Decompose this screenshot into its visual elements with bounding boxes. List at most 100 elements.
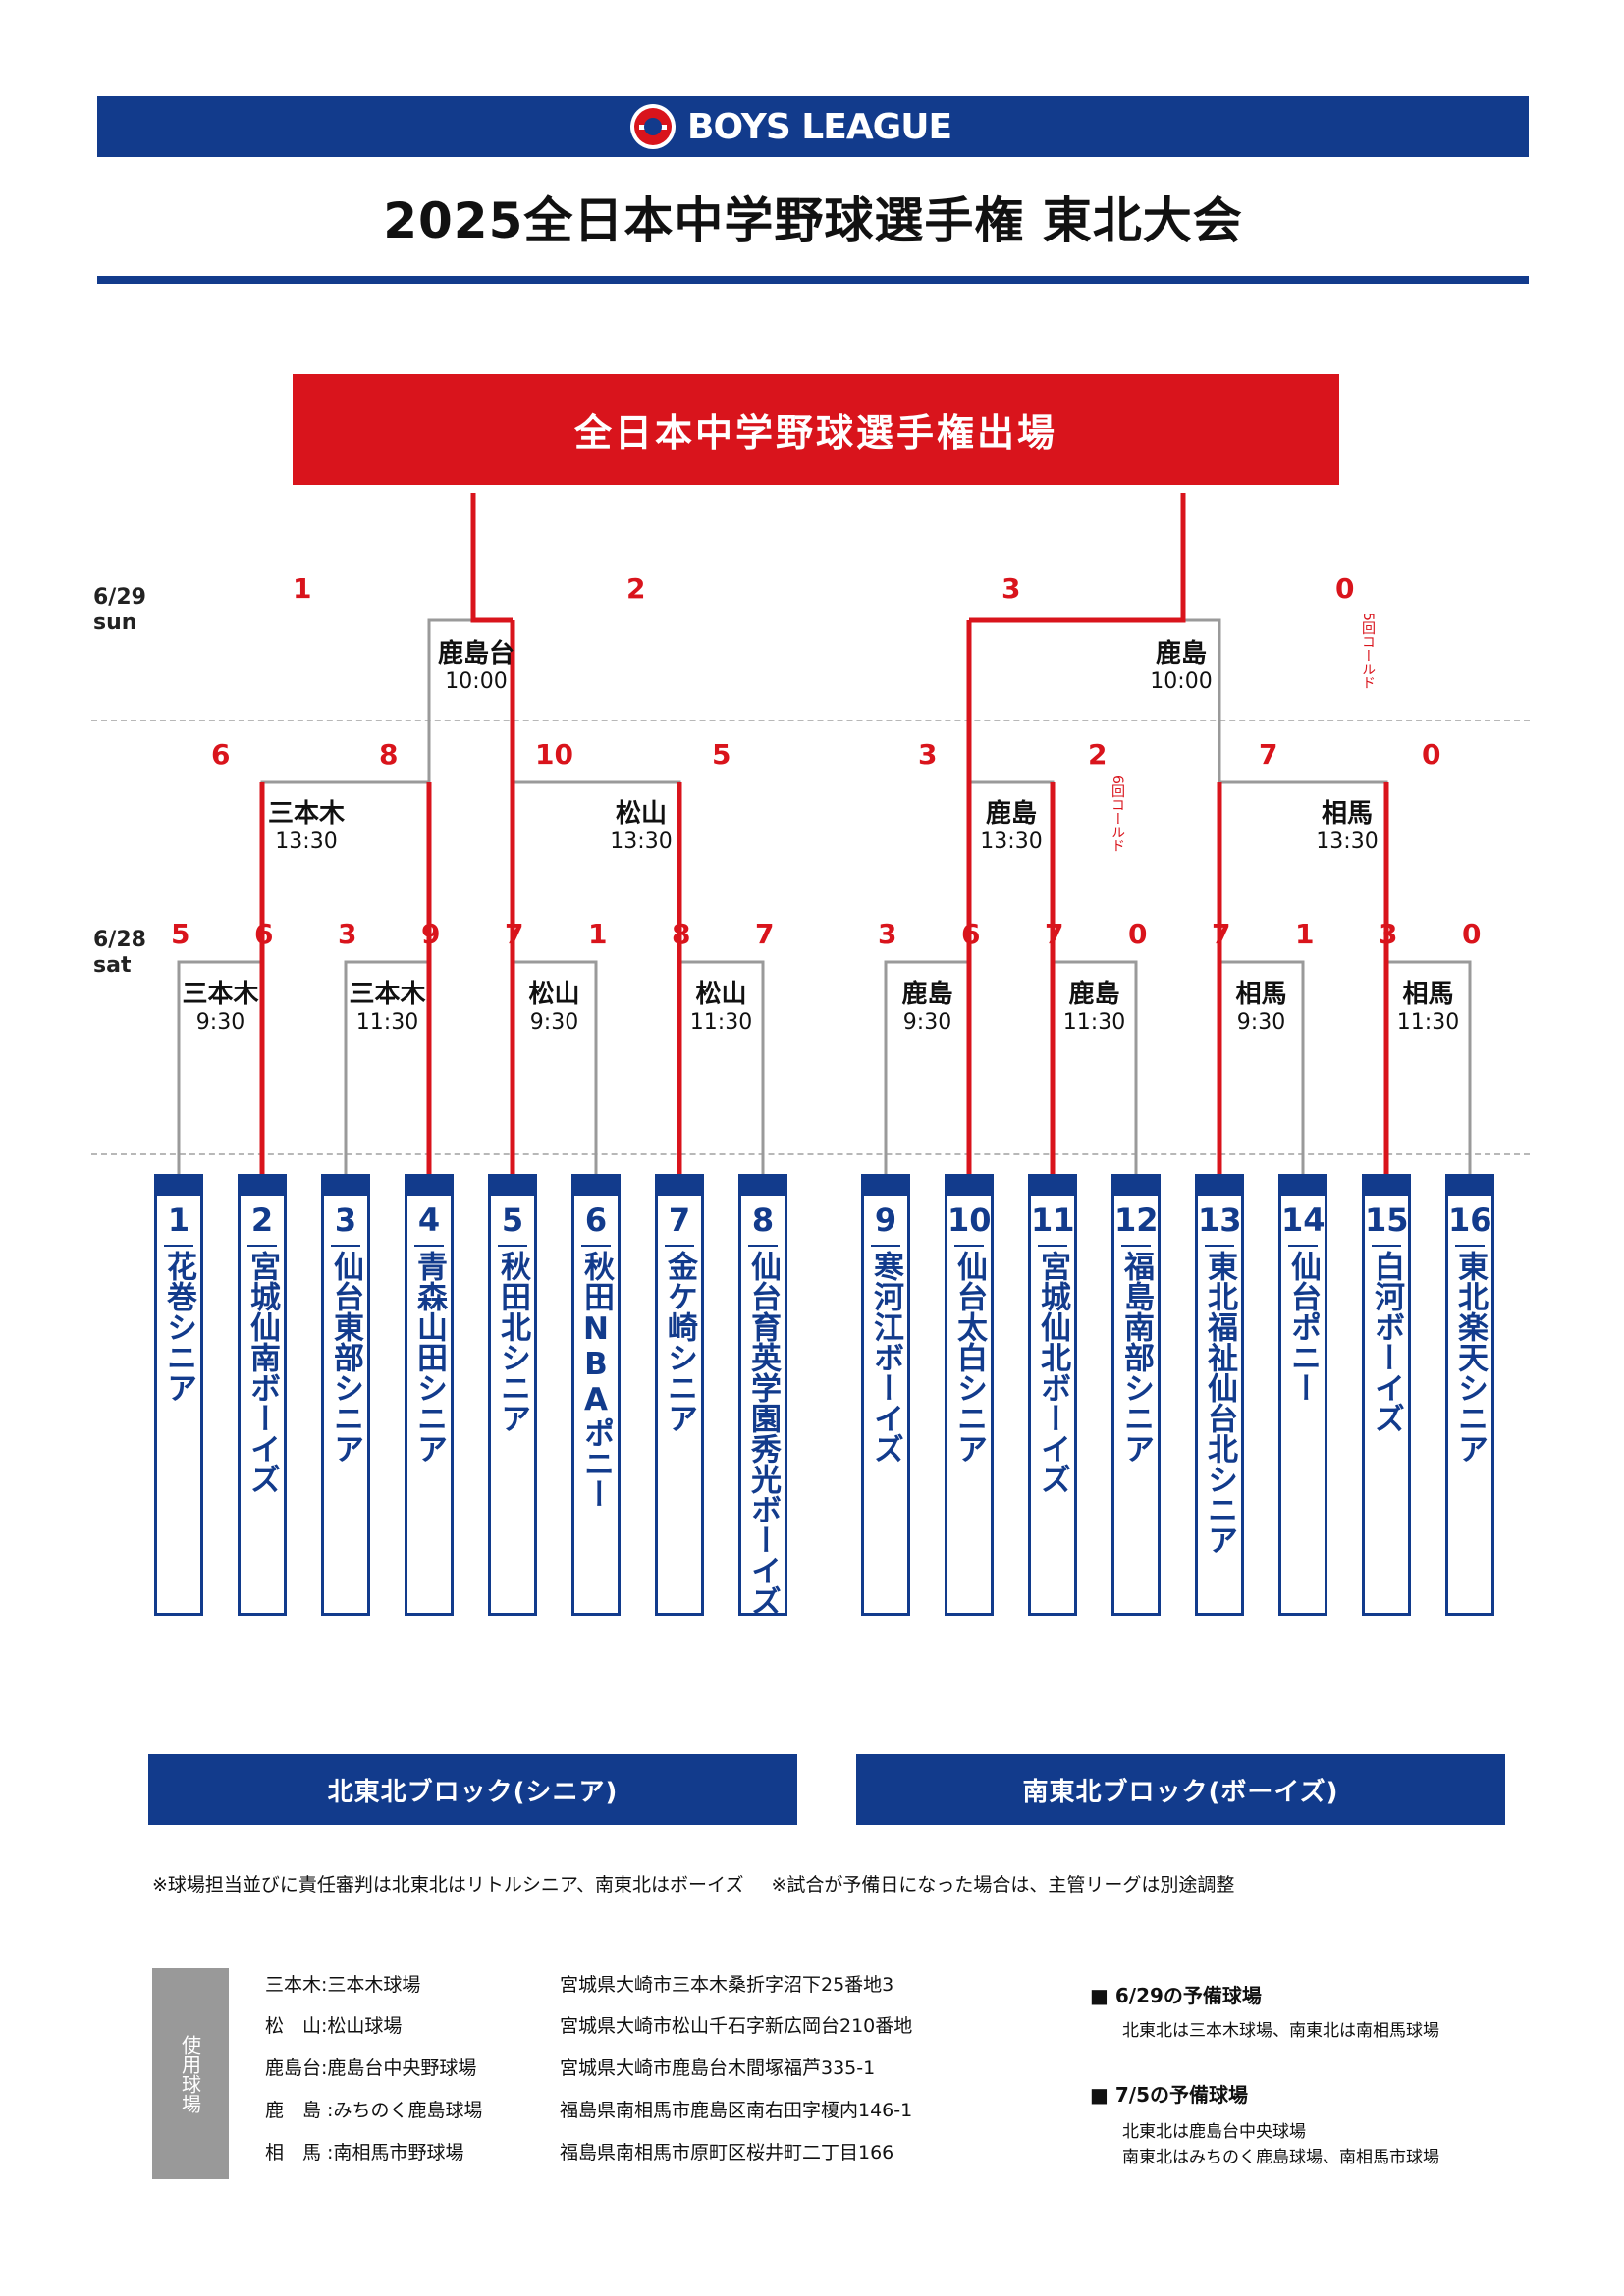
team-name: 白河ボーイズ bbox=[1369, 1251, 1404, 1433]
game-time: 9:30 bbox=[902, 1010, 952, 1035]
bracket-line-winner bbox=[470, 493, 513, 623]
bracket-line-loser bbox=[177, 960, 262, 1174]
team-name: 東北福祉仙台北シニア bbox=[1202, 1251, 1237, 1555]
game-score: 1 bbox=[1295, 918, 1315, 950]
team-divider bbox=[1455, 1245, 1485, 1247]
venue-address: 宮城県大崎市鹿島台木間塚福芦335-1 bbox=[560, 2057, 876, 2079]
team-name: 秋田NBAポニー bbox=[578, 1251, 614, 1509]
reserve-text: 北東北は鹿島台中央球場 bbox=[1122, 2122, 1306, 2142]
team-name: 仙台東部シニア bbox=[328, 1251, 363, 1464]
game-score: 2 bbox=[626, 572, 646, 605]
team-seed-number: 12 bbox=[1114, 1201, 1159, 1239]
team-seed-number: 16 bbox=[1448, 1201, 1492, 1239]
bracket-line-loser bbox=[679, 960, 765, 1174]
game-score: 3 bbox=[338, 918, 357, 950]
game-score: 3 bbox=[878, 918, 897, 950]
team-name: 寒河江ボーイズ bbox=[868, 1251, 903, 1464]
game-score: 8 bbox=[379, 738, 399, 771]
reserve-title: ■ 6/29の予備球場 bbox=[1090, 1984, 1262, 2007]
venue-side-label: 使用球場 bbox=[152, 1968, 229, 2179]
game-score: 3 bbox=[1379, 918, 1398, 950]
team-divider bbox=[748, 1245, 778, 1247]
team-divider bbox=[164, 1245, 193, 1247]
team-name: 青森山田シニア bbox=[411, 1251, 447, 1464]
team-divider bbox=[954, 1245, 984, 1247]
venue-address: 福島県南相馬市鹿島区南右田字榎内146-1 bbox=[560, 2100, 913, 2121]
game-score: 0 bbox=[1462, 918, 1482, 950]
game-score: 7 bbox=[1259, 738, 1278, 771]
team-seed-number: 3 bbox=[334, 1201, 357, 1239]
game-venue: 松山 bbox=[528, 980, 580, 1009]
page-title: 2025全日本中学野球選手権 東北大会 bbox=[383, 192, 1243, 249]
game-venue: 相馬 bbox=[1235, 980, 1287, 1009]
day-divider bbox=[91, 720, 1530, 721]
game-score: 5 bbox=[171, 918, 190, 950]
team-box: 16 東北楽天シニア bbox=[1445, 1174, 1494, 1616]
game-score: 2 bbox=[1088, 738, 1108, 771]
bracket-line-loser bbox=[1053, 960, 1138, 1174]
reserve-text: 南東北はみちのく鹿島球場、南相馬市球場 bbox=[1122, 2148, 1439, 2167]
team-seed-number: 10 bbox=[947, 1201, 992, 1239]
team-name: 仙台育英学園秀光ボーイズ bbox=[745, 1251, 781, 1616]
team-divider bbox=[1372, 1245, 1401, 1247]
reserve-title: ■ 7/5の予備球場 bbox=[1090, 2083, 1248, 2107]
bracket-line-loser bbox=[1386, 960, 1472, 1174]
north-block-label: 北東北ブロック(シニア) bbox=[148, 1754, 797, 1825]
team-seed-number: 5 bbox=[501, 1201, 524, 1239]
game-score: 3 bbox=[1001, 572, 1021, 605]
reserve-text: 北東北は三本木球場、南東北は南相馬球場 bbox=[1122, 2021, 1439, 2041]
team-name: 東北楽天シニア bbox=[1452, 1251, 1488, 1464]
team-seed-number: 8 bbox=[751, 1201, 775, 1239]
team-seed-number: 7 bbox=[668, 1201, 691, 1239]
logo-text: BOYS LEAGUE bbox=[687, 106, 952, 147]
team-divider bbox=[1288, 1245, 1318, 1247]
game-score: 6 bbox=[211, 738, 231, 771]
team-box: 3 仙台東部シニア bbox=[321, 1174, 370, 1616]
team-name: 金ケ崎シニア bbox=[662, 1251, 697, 1433]
game-score: 10 bbox=[535, 738, 573, 771]
team-divider bbox=[665, 1245, 694, 1247]
team-divider bbox=[1121, 1245, 1151, 1247]
game-score: 3 bbox=[918, 738, 938, 771]
semifinal-game: 鹿島台 10:00 bbox=[388, 633, 565, 694]
game-venue: 三本木 bbox=[182, 980, 259, 1009]
game-time: 11:30 bbox=[689, 1010, 753, 1035]
game-score: 0 bbox=[1335, 572, 1355, 605]
south-block-label: 南東北ブロック(ボーイズ) bbox=[856, 1754, 1505, 1825]
bracket-line-loser bbox=[1219, 960, 1305, 1174]
game-score: 5 bbox=[712, 738, 731, 771]
game-venue: 鹿島 bbox=[901, 980, 953, 1009]
called-game-note: 5回コールド bbox=[1360, 613, 1376, 690]
game-score: 0 bbox=[1128, 918, 1148, 950]
day-divider bbox=[91, 1153, 1530, 1155]
bracket-line-loser bbox=[344, 960, 429, 1174]
game-score: 9 bbox=[421, 918, 441, 950]
notes: ※球場担当並びに責任審判は北東北はリトルシニア、南東北はボーイズ※試合が予備日に… bbox=[152, 1870, 1234, 1896]
team-name: 宮城仙南ボーイズ bbox=[244, 1251, 280, 1494]
team-name: 福島南部シニア bbox=[1118, 1251, 1154, 1464]
game-score: 7 bbox=[1212, 918, 1231, 950]
team-seed-number: 2 bbox=[250, 1201, 274, 1239]
league-emblem-icon bbox=[630, 104, 676, 149]
game-score: 6 bbox=[254, 918, 274, 950]
team-divider bbox=[871, 1245, 900, 1247]
team-name: 宮城仙北ボーイズ bbox=[1035, 1251, 1070, 1494]
venue-name: 三本木:三本木球場 bbox=[265, 1974, 421, 1996]
game-venue: 鹿島 bbox=[1155, 639, 1207, 668]
team-seed-number: 14 bbox=[1281, 1201, 1326, 1239]
team-box: 12 福島南部シニア bbox=[1111, 1174, 1161, 1616]
